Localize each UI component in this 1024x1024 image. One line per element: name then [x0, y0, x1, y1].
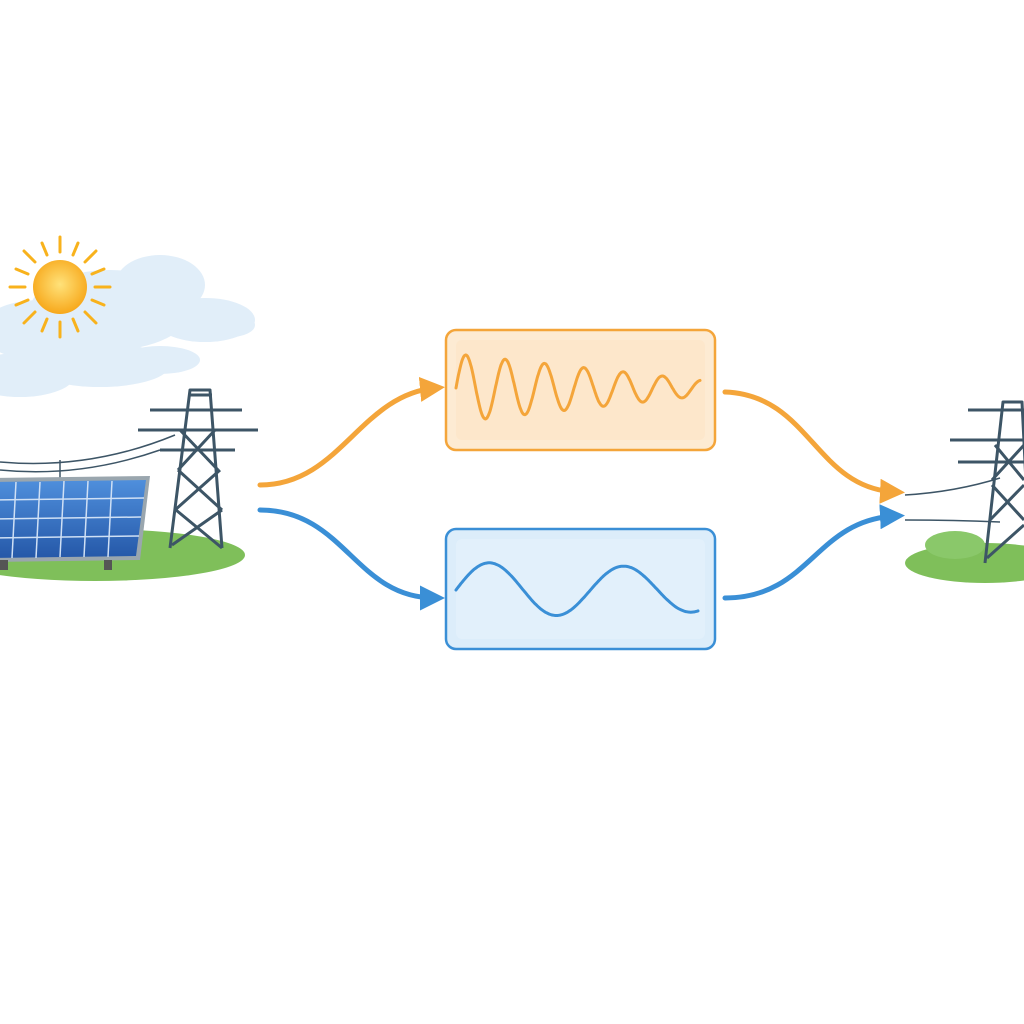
- low-frequency-wave: [454, 561, 700, 617]
- cloud-icon: [0, 255, 255, 397]
- power-lines-right: [904, 477, 1001, 523]
- arrow-from-lower-box: [722, 504, 905, 601]
- upper-signal-path: [257, 328, 905, 504]
- arrow-from-upper-box: [722, 389, 905, 504]
- power-lines-left: [0, 434, 176, 478]
- bush-right: [925, 531, 985, 559]
- lower-signal-path: [257, 504, 905, 651]
- arrow-to-upper-box: [257, 376, 445, 488]
- sun-icon: [8, 235, 112, 339]
- arrow-to-lower-box: [257, 507, 445, 611]
- solar-panel-icon: [0, 476, 150, 570]
- transmission-tower-icon: [138, 388, 258, 550]
- transmission-tower-icon: [950, 400, 1024, 564]
- high-frequency-wave: [454, 353, 702, 421]
